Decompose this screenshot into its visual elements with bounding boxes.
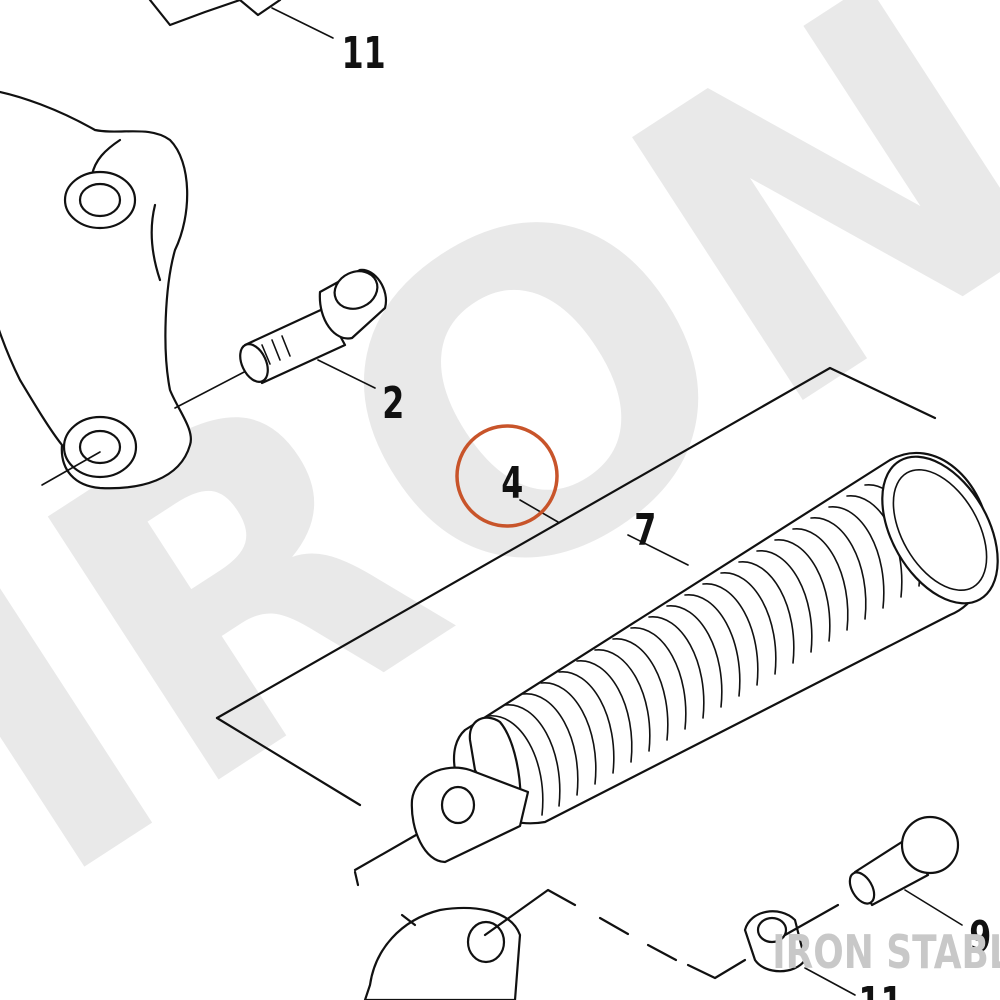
leader-4 [519, 499, 559, 523]
lower-bracket-hole [466, 920, 506, 964]
eyelet-hole [440, 785, 476, 825]
spacer-hole [756, 916, 788, 944]
callout-labels: 11 2 4 7 9 11 [342, 28, 992, 1000]
bracket-pin-axis [41, 451, 101, 486]
dash-1 [400, 913, 417, 927]
clevis-pin [848, 815, 963, 926]
watermark-corner: IRON STABLE [772, 926, 1000, 980]
boot-end-cap [881, 455, 999, 605]
spacer [743, 903, 856, 996]
spacer-axis [783, 903, 840, 937]
callout-2: 2 [382, 378, 404, 430]
callout-11-top: 11 [342, 28, 386, 80]
leader-7 [627, 534, 689, 566]
eyelet-axis-stub [353, 870, 360, 887]
bracket-upper-hole [78, 182, 122, 218]
dash-3 [646, 943, 678, 962]
bracket-lower-hole [78, 429, 122, 465]
lower-axis-line-2 [686, 958, 747, 980]
top-part-edge-2 [238, 0, 282, 17]
lower-axis-line [483, 888, 577, 937]
top-fragment [148, 0, 334, 39]
pin-head [900, 815, 960, 875]
lower-bracket [363, 888, 747, 1000]
bracket-inner-edge [90, 138, 122, 177]
leader-9 [904, 889, 963, 926]
bracket-body [0, 90, 192, 490]
screw-axis-line [174, 369, 249, 409]
callout-9: 9 [969, 912, 991, 964]
socket-head-screw [239, 268, 388, 389]
boot-end-cap-inner [892, 468, 988, 592]
screw-threads [261, 335, 291, 365]
assembly-bracket-4 [215, 366, 937, 807]
mounting-bracket [0, 90, 249, 490]
leader-11-bottom [804, 967, 856, 996]
dash-2 [598, 916, 630, 936]
leader-2 [317, 359, 376, 389]
damper-assembly [353, 451, 999, 887]
screw-tip [239, 343, 269, 383]
leader-11-top [271, 7, 334, 39]
pin-tip [848, 871, 876, 905]
callout-7: 7 [634, 505, 656, 557]
callout-11-bottom: 11 [859, 978, 903, 1000]
top-part-edge [148, 0, 242, 27]
bracket-rib [150, 203, 162, 282]
eyelet-axis-line [353, 833, 418, 872]
callout-4: 4 [501, 458, 523, 510]
assembly-line-left [215, 716, 362, 807]
callout-4-highlight-circle [455, 424, 559, 528]
assembly-line-top [215, 366, 937, 720]
screw-head-face [333, 270, 379, 310]
